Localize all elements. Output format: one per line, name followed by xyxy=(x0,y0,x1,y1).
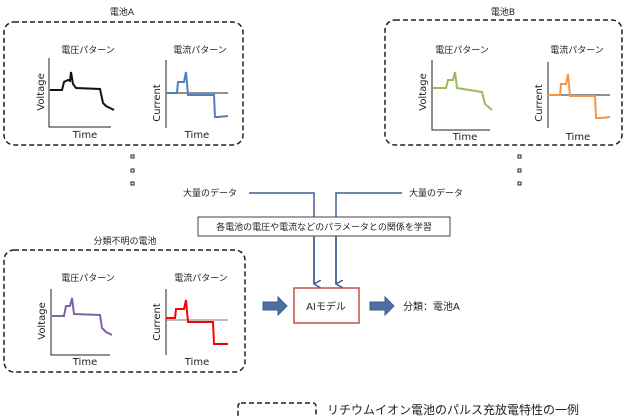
time-axis-label: Time xyxy=(565,132,590,143)
current-axis-label: Current xyxy=(152,84,163,122)
learning-box xyxy=(197,216,451,237)
current-pattern-title: 電流パターン xyxy=(174,272,228,284)
time-axis-label: Time xyxy=(184,357,209,368)
current-axis-label: Current xyxy=(534,84,545,122)
voltage-pattern-title: 電圧パターン xyxy=(61,273,115,284)
ai-model-label: AIモデル xyxy=(306,300,346,313)
current-curve xyxy=(166,71,229,118)
current-pattern-title: 電流パターン xyxy=(173,44,227,56)
voltage-pattern-title: 電圧パターン xyxy=(61,45,115,56)
time-axis-label: Time xyxy=(72,357,97,368)
battery-a-title: 電池A xyxy=(110,6,135,18)
voltage-pattern-title: 電圧パターン xyxy=(435,45,489,56)
voltage-axis-label: Voltage xyxy=(418,73,429,111)
data-label-right: 大量のデータ xyxy=(409,187,463,199)
unknown-battery-group: 分類不明の電池 電圧パターン 電流パターン Voltage Time Curre… xyxy=(3,235,246,373)
voltage-curve xyxy=(50,71,115,111)
battery-b-title: 電池B xyxy=(491,6,515,18)
unknown-battery-title: 分類不明の電池 xyxy=(93,235,156,247)
current-curve xyxy=(166,299,228,345)
legend-dashed-box xyxy=(237,402,317,416)
battery-b-group: 電池B 電圧パターン 電流パターン Voltage Time Current T… xyxy=(384,6,623,146)
battery-b-box xyxy=(384,19,623,146)
time-axis-label: Time xyxy=(184,130,209,141)
classification-result: 分類：電池A xyxy=(403,300,460,313)
voltage-axes xyxy=(431,60,490,131)
current-pattern-title: 電流パターン xyxy=(550,44,604,56)
voltage-axis-label: Voltage xyxy=(36,73,47,111)
block-arrow-to-result xyxy=(369,295,395,317)
current-curve xyxy=(548,73,611,119)
unknown-battery-box xyxy=(3,249,246,373)
battery-a-group: 電池A 電圧パターン 電流パターン Voltage Time Current T… xyxy=(3,6,244,146)
data-flow-line-left xyxy=(249,192,314,284)
learning-text: 各電池の電圧や電流などのパラメータとの関係を学習 xyxy=(216,221,432,233)
ai-model-box xyxy=(293,287,360,324)
current-axis-label: Current xyxy=(152,303,163,341)
voltage-curve xyxy=(433,71,493,111)
voltage-axis-label: Voltage xyxy=(37,302,48,340)
legend-text: リチウムイオン電池のパルス充放電特性の一例 xyxy=(327,402,579,416)
voltage-curve xyxy=(52,297,113,336)
block-arrow-to-model xyxy=(262,295,288,317)
time-axis-label: Time xyxy=(452,132,477,143)
ellipsis-dots xyxy=(130,154,522,186)
voltage-axes xyxy=(50,289,110,356)
time-axis-label: Time xyxy=(72,130,97,141)
voltage-axes xyxy=(48,58,111,128)
data-label-left: 大量のデータ xyxy=(183,187,237,199)
data-flow-line-right xyxy=(336,192,402,284)
